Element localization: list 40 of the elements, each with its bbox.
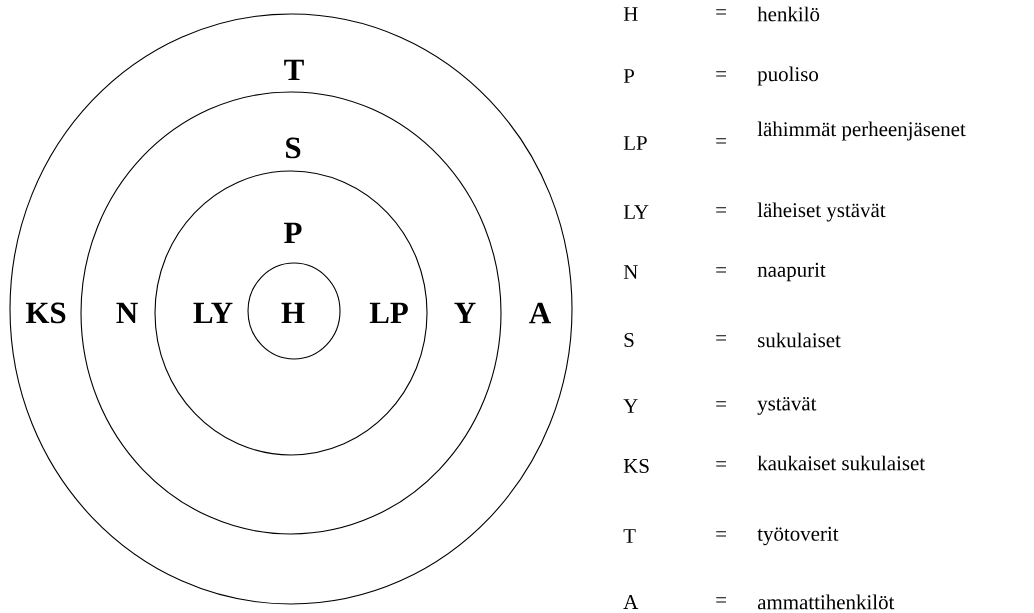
equals-sign: = xyxy=(716,207,726,213)
legend-abbreviation: S xyxy=(624,332,634,347)
ring-label: A xyxy=(529,302,551,324)
legend-abbreviation: H xyxy=(623,7,638,21)
equals-sign: = xyxy=(716,71,726,77)
ring-label: S xyxy=(286,137,301,159)
legend-abbreviation: LY xyxy=(623,205,649,219)
ring-label: KS xyxy=(25,302,66,324)
ring-label: Y xyxy=(454,302,476,324)
equals-sign: = xyxy=(716,9,726,15)
ring-label: LY xyxy=(193,302,233,324)
equals-sign: = xyxy=(716,401,726,407)
ring-label: LP xyxy=(369,302,408,324)
equals-sign: = xyxy=(716,531,726,537)
legend-abbreviation: Y xyxy=(623,399,638,413)
legend-definition: puoliso xyxy=(757,66,818,86)
legend-definition: naapurit xyxy=(757,262,826,282)
legend-abbreviation: P xyxy=(623,69,634,83)
ring-label: T xyxy=(284,59,304,81)
equals-sign: = xyxy=(716,597,726,603)
equals-sign: = xyxy=(716,461,726,467)
legend-abbreviation: LP xyxy=(623,136,647,150)
equals-sign: = xyxy=(716,267,726,273)
legend-definition: sukulaiset xyxy=(758,332,841,348)
legend-abbreviation: A xyxy=(623,595,639,609)
legend-definition: läheiset ystävät xyxy=(757,202,886,222)
legend-definition: lähimmät perheenjäsenet xyxy=(757,121,966,141)
legend-definition: ammattihenkilöt xyxy=(757,594,895,610)
legend-abbreviation: N xyxy=(623,265,638,279)
ring-label: P xyxy=(284,222,302,244)
equals-sign: = xyxy=(716,335,726,341)
legend-definition: ystävät xyxy=(757,397,817,415)
ring-label: H xyxy=(281,302,305,324)
ring-label: N xyxy=(116,302,138,324)
legend-abbreviation: T xyxy=(623,529,636,543)
legend-definition: henkilö xyxy=(757,6,820,22)
legend-definition: työtoverit xyxy=(757,526,839,546)
legend-definition: kaukaiset sukulaiset xyxy=(757,455,925,471)
legend-abbreviation: KS xyxy=(623,458,649,473)
equals-sign: = xyxy=(716,138,726,144)
